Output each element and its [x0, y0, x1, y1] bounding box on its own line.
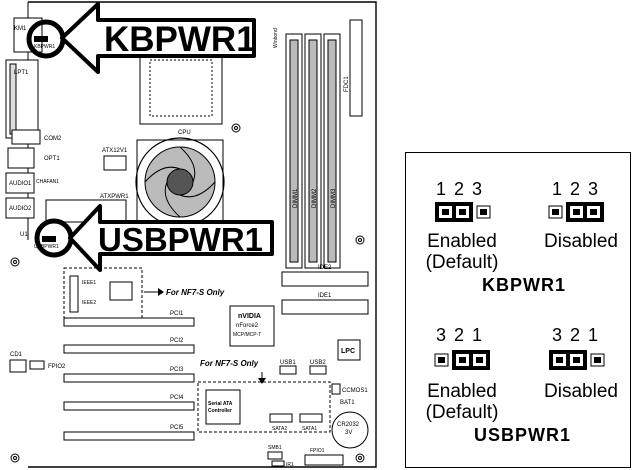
kb-enabled-pin-1: 1 — [436, 179, 447, 199]
atx12v-label: ATX12V1 — [102, 148, 128, 154]
km1-label: KM1 — [14, 26, 27, 32]
pci3-label: PCI3 — [170, 367, 184, 373]
usb1-label: USB1 — [280, 360, 296, 366]
fdc1-label: FDC1 — [344, 76, 350, 92]
usb-disabled-pin-3: 3 — [552, 325, 563, 345]
smb1-label: SMB1 — [268, 445, 282, 451]
audio2-label: AUDIO2 — [9, 206, 32, 212]
board-outline — [28, 1, 377, 468]
usbpwr-title: USBPWR1 — [474, 425, 572, 445]
kb-disabled-pin-1: 1 — [552, 179, 563, 199]
kb-enabled-caption: Enabled — [427, 231, 497, 252]
kb-enabled-default: (Default) — [425, 252, 499, 273]
lpc-label: LPC — [341, 348, 355, 355]
kbpwr-board-label: KBPWR1 — [34, 44, 55, 50]
u1-label: U1 — [20, 232, 28, 238]
ir1-label: IR1 — [286, 462, 294, 468]
sata-chip-line1: Serial ATA — [208, 401, 233, 407]
ide1-label: IDE1 — [318, 293, 332, 299]
jumper-setting-legend: 1 2 3 Enabled (Default) 1 2 3 Disabled K… — [405, 152, 631, 468]
kbpwr-callout-arrow — [60, 2, 256, 74]
cd1-label: CD1 — [10, 352, 23, 358]
nvidia-line1: nVIDIA — [238, 313, 261, 320]
chafan-label: CHAFAN1 — [36, 179, 59, 185]
ide-connectors — [281, 271, 369, 315]
dimm3-label: DIMM3 — [331, 188, 337, 208]
winbond-label: Winbond — [273, 28, 279, 48]
usb-disabled-jumper — [549, 350, 605, 370]
pci4-label: PCI4 — [170, 395, 184, 401]
usb-enabled-caption: Enabled — [427, 381, 497, 402]
kb-enabled-pin-3: 3 — [472, 179, 483, 199]
ide2-label: IDE2 — [318, 265, 332, 271]
ieee1-label: IEEE1 — [82, 280, 96, 286]
battery-line1: CR2032 — [337, 422, 360, 428]
usb-disabled-pin-2: 2 — [570, 325, 581, 345]
usb-enabled-default: (Default) — [425, 402, 499, 423]
usb-enabled-jumper — [434, 350, 490, 370]
kb-enabled-pin-2: 2 — [454, 179, 465, 199]
sata1-label: SATA1 — [302, 426, 317, 432]
bat1-label: BAT1 — [340, 400, 355, 406]
cpu-fan — [135, 137, 225, 227]
audio1-label: AUDIO1 — [9, 181, 32, 187]
ccmos1-label: CCMOS1 — [342, 388, 368, 394]
sata-chip-line2: Controller — [208, 408, 232, 414]
fpio1-label: FPIO1 — [310, 448, 325, 454]
kbpwr-callout-text: KBPWR1 — [104, 20, 256, 59]
mounting-holes — [10, 123, 365, 463]
ieee2-label: IEEE2 — [82, 300, 96, 306]
pci-slots — [63, 317, 195, 441]
pci2-label: PCI2 — [170, 338, 184, 344]
sata2-label: SATA2 — [272, 426, 287, 432]
lpt1-label: LPT1 — [14, 70, 29, 76]
usb2-label: USB2 — [310, 360, 326, 366]
kb-disabled-caption: Disabled — [544, 231, 618, 252]
battery-line2: 3V — [345, 430, 352, 436]
dimm-slots — [285, 33, 341, 269]
back-panel — [5, 17, 43, 219]
usbpwr-board-label: USBPWR1 — [34, 244, 59, 250]
usbpwr-callout-text: USBPWR1 — [98, 221, 263, 258]
usbpwr-callout-arrow — [68, 204, 274, 272]
nf7s-note-sata: For NF7-S Only — [200, 359, 259, 368]
usb-disabled-pin-1: 1 — [588, 325, 599, 345]
kbpwr-title: KBPWR1 — [482, 275, 567, 295]
kb-disabled-jumper — [548, 202, 604, 222]
atxpwr-label: ATXPWR1 — [100, 194, 129, 200]
dimm1-label: DIMM1 — [293, 188, 299, 208]
usb-enabled-pin-1: 1 — [472, 325, 483, 345]
usb-enabled-pin-2: 2 — [454, 325, 465, 345]
usb-enabled-pin-3: 3 — [436, 325, 447, 345]
dimm2-label: DIMM2 — [312, 188, 318, 208]
nf7s-note-ieee: For NF7-S Only — [166, 288, 225, 297]
pci1-label: PCI1 — [170, 311, 184, 317]
cpu-socket: CPU — [139, 51, 223, 136]
pci5-label: PCI5 — [170, 425, 184, 431]
kb-disabled-pin-3: 3 — [588, 179, 599, 199]
kb-disabled-pin-2: 2 — [570, 179, 581, 199]
nvidia-line3: MCP/MCP-T — [233, 332, 261, 338]
kb-enabled-jumper — [435, 202, 491, 222]
com2-label: COM2 — [44, 136, 62, 142]
fpio2-label: FPIO2 — [48, 364, 66, 370]
opt1-label: OPT1 — [44, 156, 60, 162]
nvidia-line2: nForce2 — [236, 323, 259, 329]
cpu-label: CPU — [178, 130, 191, 136]
usb-disabled-caption: Disabled — [544, 381, 618, 402]
